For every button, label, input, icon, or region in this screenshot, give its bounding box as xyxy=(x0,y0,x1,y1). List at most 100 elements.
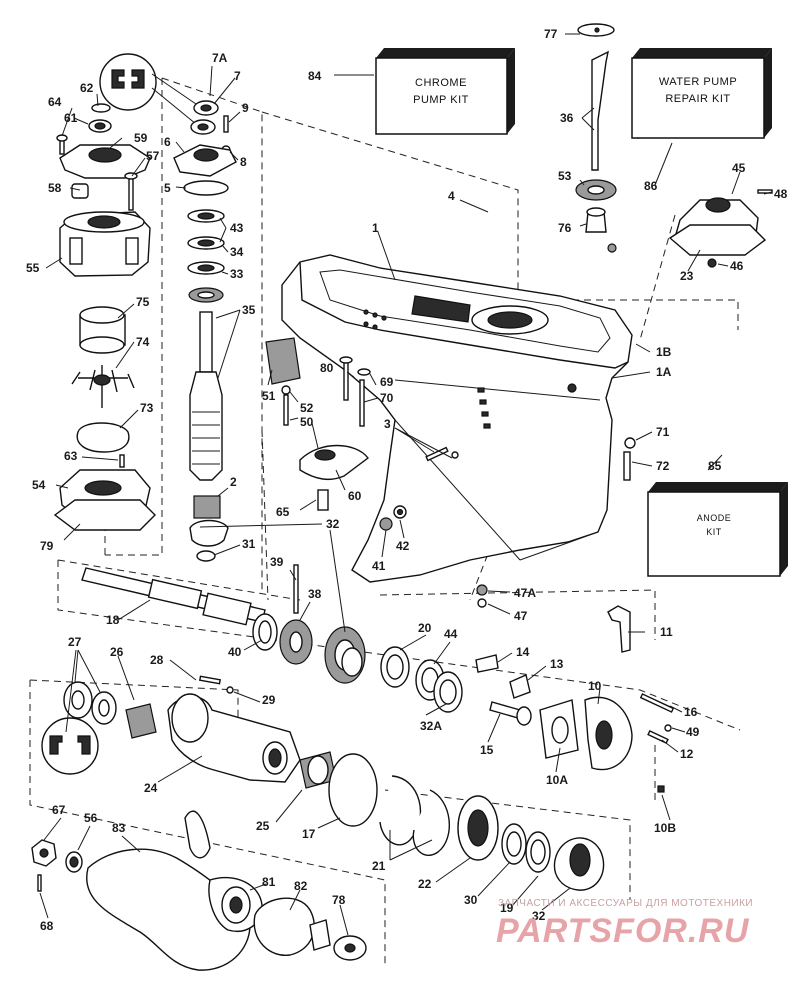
water-pump-kit-line1: WATER PUMP xyxy=(659,76,737,88)
part-number-57: 57 xyxy=(146,149,160,163)
part-number-48: 48 xyxy=(774,187,788,201)
part-number-6: 6 xyxy=(164,135,171,149)
part-number-42: 42 xyxy=(396,539,410,553)
anode-kit-line2: KIT xyxy=(706,527,722,537)
water-pump-assembly xyxy=(53,103,156,531)
part-number-29: 29 xyxy=(262,693,276,707)
part-number-53: 53 xyxy=(558,169,572,183)
part-number-73: 73 xyxy=(140,401,154,415)
part-number-8: 8 xyxy=(240,155,247,169)
part-number-70: 70 xyxy=(380,391,394,405)
part-number-11: 11 xyxy=(660,625,673,639)
part-number-54: 54 xyxy=(32,478,46,492)
part-number-16: 16 xyxy=(684,705,698,719)
part-number-80: 80 xyxy=(320,361,334,375)
chrome-pump-kit-line1: CHROME xyxy=(415,77,467,89)
part-number-61: 61 xyxy=(64,111,78,125)
part-number-67: 67 xyxy=(52,803,66,817)
part-number-19: 19 xyxy=(500,901,514,915)
callout-leader-lines xyxy=(39,33,773,936)
part-number-36: 36 xyxy=(560,111,574,125)
propeller-shaft-row xyxy=(81,567,675,793)
part-number-82: 82 xyxy=(294,879,308,893)
part-number-39: 39 xyxy=(270,555,284,569)
part-number-43: 43 xyxy=(230,221,244,235)
part-number-68: 68 xyxy=(40,919,54,933)
part-number-47A: 47A xyxy=(514,586,536,600)
part-number-32A: 32A xyxy=(420,719,442,733)
part-number-65: 65 xyxy=(276,505,290,519)
part-number-1: 1 xyxy=(372,221,379,235)
part-number-35: 35 xyxy=(242,303,256,317)
part-number-46: 46 xyxy=(730,259,744,273)
part-number-3: 3 xyxy=(384,417,391,431)
part-number-2: 2 xyxy=(230,475,237,489)
part-number-69: 69 xyxy=(380,375,394,389)
part-number-30: 30 xyxy=(464,893,478,907)
part-number-17: 17 xyxy=(302,827,316,841)
anode-kit-line1: ANODE xyxy=(697,513,732,523)
part-number-81: 81 xyxy=(262,875,276,889)
part-number-59: 59 xyxy=(134,131,148,145)
part-number-47: 47 xyxy=(514,609,528,623)
propeller-row xyxy=(31,810,367,971)
part-number-75: 75 xyxy=(136,295,150,309)
part-number-34: 34 xyxy=(230,245,244,259)
part-number-18: 18 xyxy=(106,613,120,627)
part-number-7A: 7A xyxy=(212,51,228,65)
part-number-45: 45 xyxy=(732,161,746,175)
watermark-tagline: ЗАПЧАСТИ И АКСЕССУАРЫ ДЛЯ МОТОТЕХНИКИ xyxy=(498,898,753,909)
centre-small-parts xyxy=(265,243,636,614)
part-number-26: 26 xyxy=(110,645,124,659)
part-number-10B: 10B xyxy=(654,821,676,835)
driveshaft-stack xyxy=(99,53,237,562)
part-number-24: 24 xyxy=(144,781,158,795)
part-number-10: 10 xyxy=(588,679,602,693)
part-number-77: 77 xyxy=(544,27,558,41)
part-number-58: 58 xyxy=(48,181,62,195)
part-number-64: 64 xyxy=(48,95,62,109)
watermark-logo: PARTSFOR.RU xyxy=(496,912,750,950)
part-number-78: 78 xyxy=(332,893,346,907)
part-number-50: 50 xyxy=(300,415,314,429)
part-number-14: 14 xyxy=(516,645,530,659)
part-number-callouts: 84 86 85 77 36 53 76 45 48 46 23 4 1 1B … xyxy=(26,27,788,933)
part-number-33: 33 xyxy=(230,267,244,281)
part-number-71: 71 xyxy=(656,425,670,439)
part-number-72: 72 xyxy=(656,459,670,473)
part-number-4: 4 xyxy=(448,189,455,203)
part-number-40: 40 xyxy=(228,645,242,659)
part-number-5: 5 xyxy=(164,181,171,195)
watermark: ЗАПЧАСТИ И АКСЕССУАРЫ ДЛЯ МОТОТЕХНИКИ PA… xyxy=(496,898,753,950)
part-number-41: 41 xyxy=(372,559,386,573)
part-number-28: 28 xyxy=(150,653,164,667)
gearcase-housing xyxy=(281,254,633,583)
part-number-52: 52 xyxy=(300,401,314,415)
part-number-76: 76 xyxy=(558,221,572,235)
part-number-51: 51 xyxy=(262,389,276,403)
part-number-60: 60 xyxy=(348,489,362,503)
part-number-22: 22 xyxy=(418,877,432,891)
part-number-44: 44 xyxy=(444,627,458,641)
part-number-9: 9 xyxy=(242,101,249,115)
part-number-74: 74 xyxy=(136,335,150,349)
part-number-23: 23 xyxy=(680,269,694,283)
part-number-1A: 1A xyxy=(656,365,672,379)
part-number-27: 27 xyxy=(68,635,82,649)
chrome-pump-kit-box: CHROME PUMP KIT xyxy=(375,48,515,135)
water-pump-repair-kit-box: WATER PUMP REPAIR KIT xyxy=(631,48,772,139)
kit-number-85: 85 xyxy=(708,459,722,473)
kit-number-84: 84 xyxy=(308,69,322,83)
part-number-55: 55 xyxy=(26,261,40,275)
part-number-7: 7 xyxy=(234,69,241,83)
part-number-21: 21 xyxy=(372,859,386,873)
part-number-31: 31 xyxy=(242,537,256,551)
part-number-1B: 1B xyxy=(656,345,672,359)
part-number-13: 13 xyxy=(550,657,564,671)
part-number-32-upper: 32 xyxy=(326,517,340,531)
part-number-12: 12 xyxy=(680,747,694,761)
part-number-62: 62 xyxy=(80,81,94,95)
part-number-10A: 10A xyxy=(546,773,568,787)
anode-kit-box: ANODE KIT xyxy=(647,482,788,577)
